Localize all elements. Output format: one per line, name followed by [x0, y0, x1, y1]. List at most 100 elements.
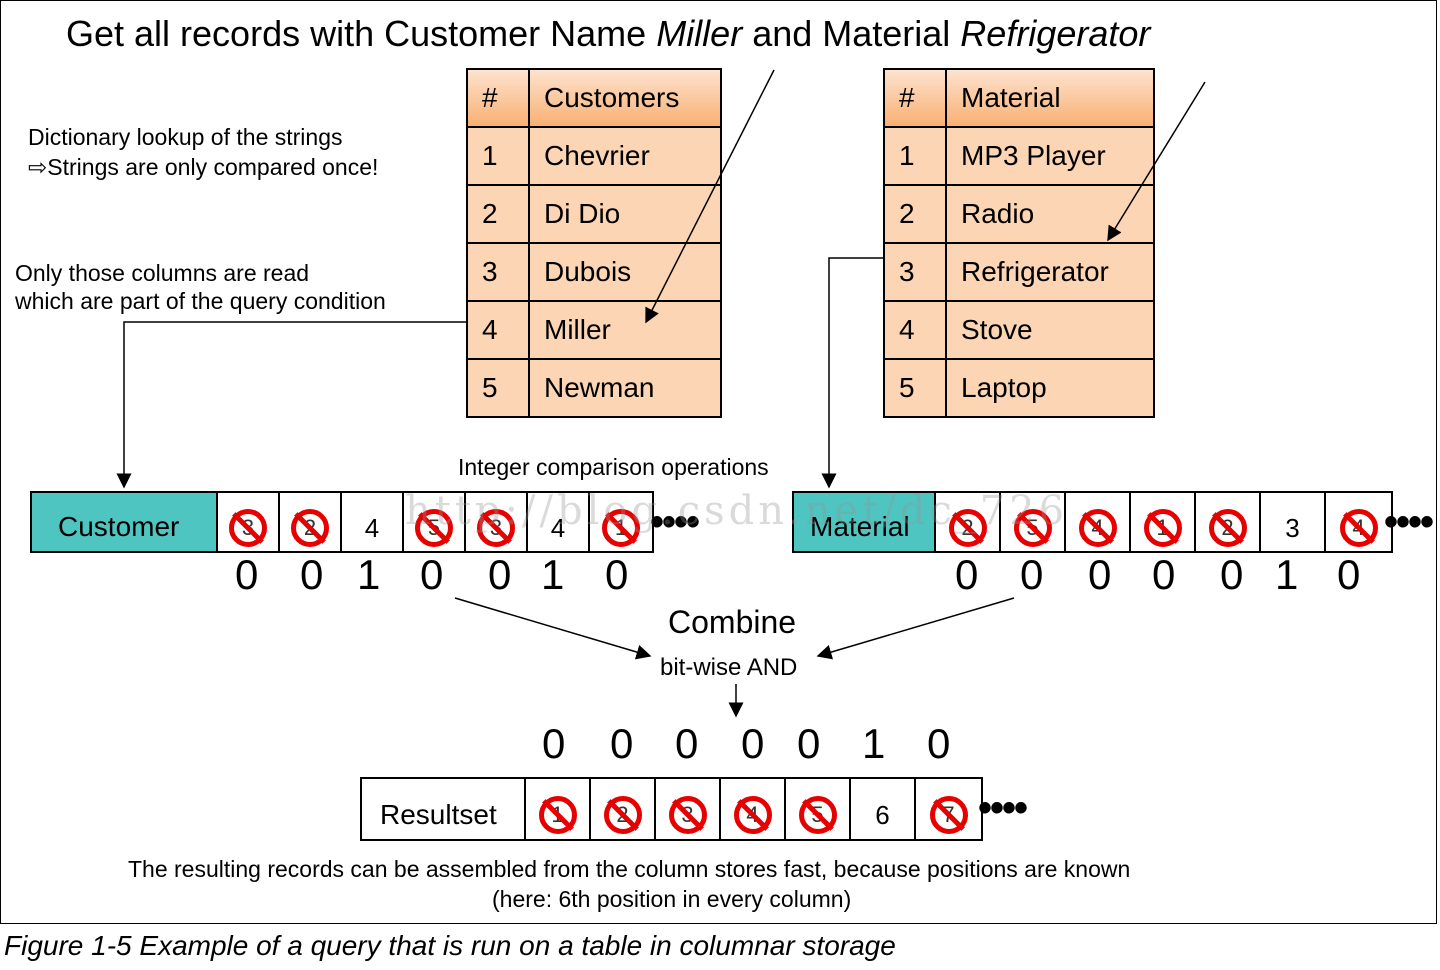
resultset-cell-value: 2 [616, 802, 629, 827]
customer-column-cell: 4 [342, 493, 404, 551]
material-table-value-cell: MP3 Player [945, 126, 1155, 186]
resultset-cell-value: 3 [681, 802, 694, 827]
diagram-title: Get all records with Customer Name Mille… [66, 13, 1151, 54]
prohibited-icon: 2 [291, 509, 329, 547]
result-bit: 0 [741, 720, 765, 767]
columns-note-line-2: which are part of the query condition [15, 288, 386, 314]
resultset-cell-value: 1 [551, 802, 564, 827]
material-column-cell: 3 [1261, 493, 1326, 551]
customer-column-cell-value: 4 [550, 512, 566, 543]
figure-caption: Figure 1-5 Example of a query that is ru… [4, 930, 896, 961]
prohibited-icon: 1 [1143, 509, 1182, 547]
material-bit: 0 [1220, 551, 1244, 598]
combine-label: Combine [668, 604, 797, 640]
customers-table-id-cell: 1 [466, 126, 530, 186]
dictionary-note-line-2: ⇨Strings are only compared once! [28, 154, 379, 180]
resultset-cell-value: 4 [746, 802, 759, 827]
dictionary-note: Dictionary lookup of the strings ⇨String… [28, 122, 378, 182]
material-bit: 0 [1088, 551, 1112, 598]
customer-column-cell: 5 [404, 493, 466, 551]
resultset-ellipsis: •••• [978, 786, 1028, 830]
material-table-id-cell: 4 [883, 300, 947, 360]
resultset-cell: 6 [851, 779, 916, 839]
material-table-id-cell: 5 [883, 358, 947, 418]
resultset-cell: 1 [526, 779, 591, 839]
material-table-value-cell: Radio [945, 184, 1155, 244]
customers-table-header-cell: # [466, 68, 530, 128]
material-table-id-cell: 2 [883, 184, 947, 244]
customers-table-value-cell: Chevrier [528, 126, 722, 186]
material-column-cell: 2 [1196, 493, 1261, 551]
result-bit: 0 [675, 720, 699, 767]
resultset-cell: 4 [721, 779, 786, 839]
prohibited-icon: 1 [538, 796, 577, 834]
material-column-cell-value: 4 [1091, 515, 1104, 540]
material-table-header-cell: # [883, 68, 947, 128]
resultset-cell: 2 [591, 779, 656, 839]
material-column-cell: 4 [1326, 493, 1391, 551]
customer-bit: 0 [605, 551, 629, 598]
material-table-id-cell: 3 [883, 242, 947, 302]
customers-table-header-cell: Customers [528, 68, 722, 128]
customer-column-cell: 3 [218, 493, 280, 551]
material-table-header-row: #Material [883, 68, 1155, 128]
result-note-line-2: (here: 6th position in every column) [492, 886, 852, 912]
columns-note: Only those columns are read which are pa… [15, 259, 386, 315]
customers-table-id-cell: 4 [466, 300, 530, 360]
customer-column-cell: 2 [280, 493, 342, 551]
customer-column-cell-value: 4 [364, 512, 380, 543]
prohibited-icon: 4 [1339, 509, 1378, 547]
material-column-cell: 5 [1001, 493, 1066, 551]
prohibited-icon: 3 [477, 509, 515, 547]
customer-bit: 0 [300, 551, 324, 598]
material-column-cell-value: 2 [1221, 515, 1234, 540]
resultset-cell: 3 [656, 779, 721, 839]
resultset-cell-value: 7 [942, 802, 955, 827]
customer-bit: 1 [541, 551, 565, 598]
prohibited-icon: 3 [229, 509, 267, 547]
bitwise-and-label: bit-wise AND [660, 654, 798, 681]
resultset-cell-value: 5 [811, 802, 824, 827]
integer-comparison-note: Integer comparison operations [458, 454, 769, 480]
customer-column-label: Customer [32, 493, 218, 551]
prohibited-icon: 7 [929, 796, 968, 834]
material-bit: 0 [1152, 551, 1176, 598]
prohibited-icon: 5 [798, 796, 837, 834]
result-bit: 0 [927, 720, 951, 767]
material-bit: 0 [1337, 551, 1361, 598]
resultset-cell-value: 6 [875, 799, 890, 830]
material-column-cell: 4 [1066, 493, 1131, 551]
customer-column-cell: 3 [466, 493, 528, 551]
result-bit: 0 [797, 720, 821, 767]
dictionary-note-line-1: Dictionary lookup of the strings [28, 124, 343, 150]
customer-column-cell-value: 2 [303, 515, 317, 540]
customers-table-id-cell: 3 [466, 242, 530, 302]
resultset-cell: 7 [916, 779, 981, 839]
material-column-label: Material [794, 493, 936, 551]
figure-frame [0, 0, 1437, 924]
material-column-cell-value: 4 [1352, 515, 1365, 540]
material-table-value-cell: Stove [945, 300, 1155, 360]
resultset-cell: 5 [786, 779, 851, 839]
customer-bit: 0 [235, 551, 259, 598]
prohibited-icon: 5 [415, 509, 453, 547]
prohibited-icon: 2 [1208, 509, 1247, 547]
material-table-header-cell: Material [945, 68, 1155, 128]
prohibited-icon: 3 [668, 796, 707, 834]
customers-table-value-cell: Newman [528, 358, 722, 418]
customers-table-value-cell: Miller [528, 300, 722, 360]
material-column-cell-value: 3 [1285, 512, 1300, 543]
customers-table-id-cell: 5 [466, 358, 530, 418]
prohibited-icon: 1 [602, 509, 640, 547]
